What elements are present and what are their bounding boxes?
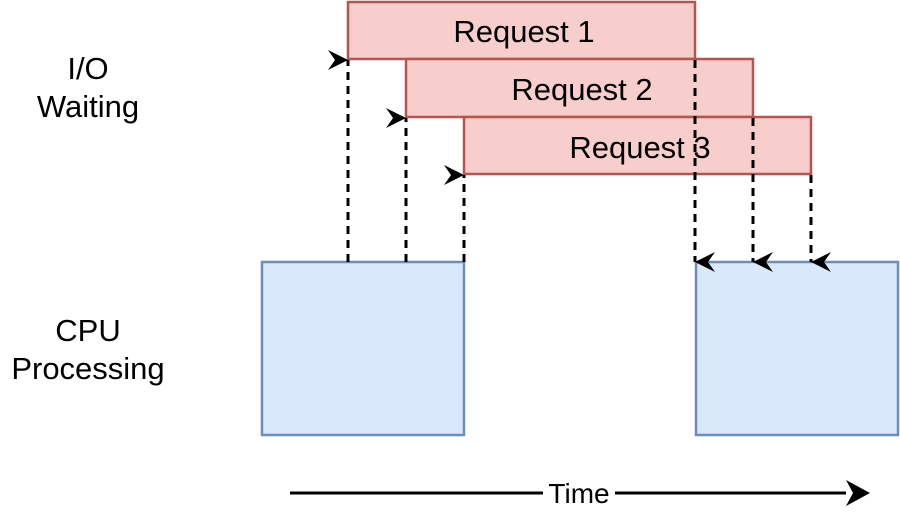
io-waiting-label-line1: I/O — [67, 51, 109, 86]
cpu-block-1 — [260, 260, 466, 437]
request-bar-3-label: Request 3 — [569, 130, 710, 165]
time-axis-arrowhead — [846, 480, 870, 506]
cpu-processing-label-line1: CPU — [55, 313, 121, 348]
time-axis-label: Time — [548, 478, 609, 509]
request-bar-3: Request 3 — [462, 115, 813, 176]
request-bar-2: Request 2 — [404, 57, 755, 119]
cpu-block-2 — [694, 260, 900, 437]
cpu-processing-label: CPU Processing — [0, 312, 176, 388]
io-waiting-label-line2: Waiting — [36, 89, 140, 124]
request-bar-1-box — [346, 0, 697, 61]
cpu-processing-label-line2: Processing — [11, 351, 165, 386]
io-waiting-label: I/O Waiting — [18, 50, 158, 126]
request-bar-2-label: Request 2 — [511, 72, 652, 107]
request-bar-1-label: Request 1 — [453, 14, 594, 49]
request-bar-1: Request 1 — [346, 0, 697, 61]
